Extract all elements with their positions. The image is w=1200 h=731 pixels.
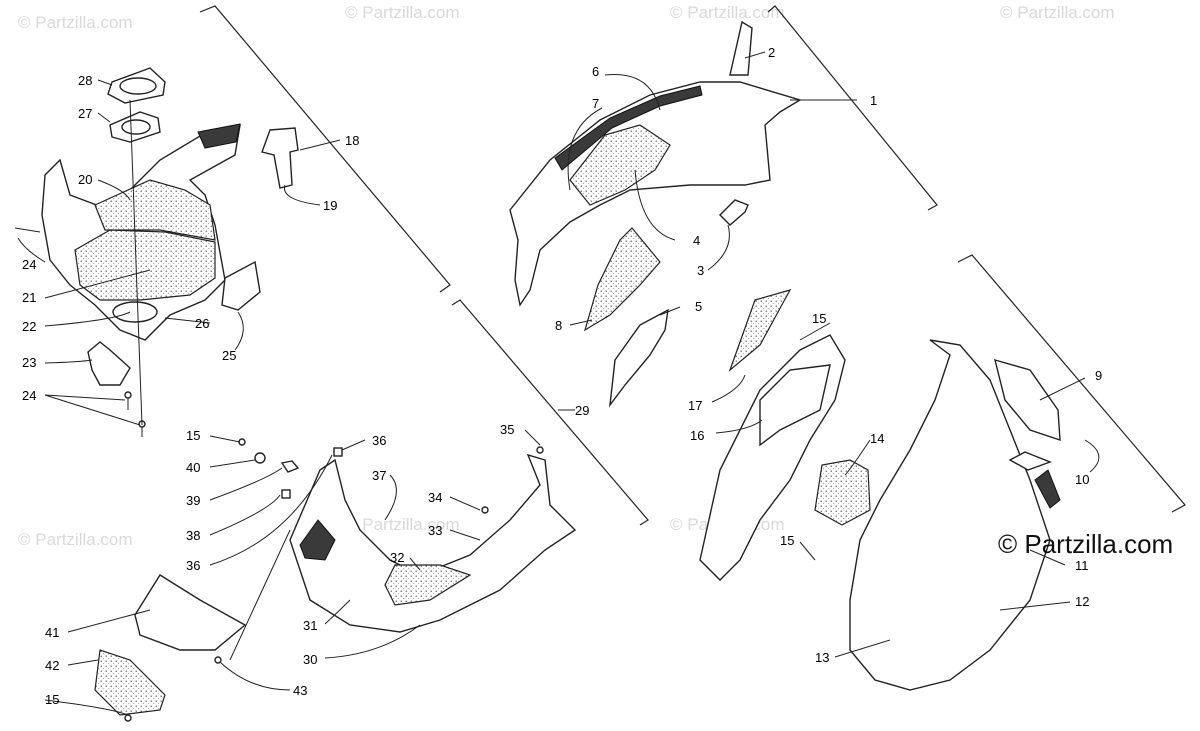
part-hardware-15-40-39-38-36 bbox=[124, 438, 544, 722]
callout-28: 28 bbox=[78, 73, 92, 88]
callout-22: 22 bbox=[22, 319, 36, 334]
callout-42: 42 bbox=[45, 658, 59, 673]
part-clip-3 bbox=[719, 199, 749, 226]
part-dark-stripe bbox=[1034, 469, 1061, 509]
callout-27: 27 bbox=[78, 106, 92, 121]
callout-14: 14 bbox=[870, 431, 884, 446]
callout-7: 7 bbox=[592, 96, 599, 111]
callout-9: 9 bbox=[1095, 368, 1102, 383]
watermark-top-3: © Partzilla.com bbox=[670, 3, 785, 22]
watermark-top-2: © Partzilla.com bbox=[345, 3, 460, 22]
callout-34: 34 bbox=[428, 490, 442, 505]
callout-1: 1 bbox=[870, 93, 877, 108]
callout-40: 40 bbox=[186, 460, 200, 475]
callout-23: 23 bbox=[22, 355, 36, 370]
callout-38: 38 bbox=[186, 528, 200, 543]
callout-15-c: 15 bbox=[186, 428, 200, 443]
callout-12: 12 bbox=[1075, 594, 1089, 609]
callout-16: 16 bbox=[690, 428, 704, 443]
callout-18: 18 bbox=[345, 133, 359, 148]
callout-5: 5 bbox=[695, 299, 702, 314]
part-windshield-1-6-7 bbox=[509, 20, 802, 307]
callout-6: 6 bbox=[592, 64, 599, 79]
callout-35: 35 bbox=[500, 422, 514, 437]
callout-15-a: 15 bbox=[812, 311, 826, 326]
callout-39: 39 bbox=[186, 493, 200, 508]
callout-37: 37 bbox=[372, 468, 386, 483]
part-vent-17 bbox=[728, 289, 831, 447]
part-screen-5 bbox=[609, 308, 669, 408]
callout-25: 25 bbox=[222, 348, 236, 363]
callout-43: 43 bbox=[293, 683, 307, 698]
callout-31: 31 bbox=[303, 618, 317, 633]
callout-2: 2 bbox=[768, 45, 775, 60]
part-side-panel-9-16 bbox=[699, 334, 1052, 691]
callout-15-b: 15 bbox=[780, 533, 794, 548]
watermark-mid-1: © Partzilla.com bbox=[18, 530, 133, 549]
brand-mark: © Partzilla.com bbox=[998, 529, 1173, 559]
assembly-1-frame bbox=[767, 5, 938, 211]
part-plate-25 bbox=[221, 260, 261, 311]
part-lower-shroud-30-32 bbox=[289, 453, 577, 633]
watermark-mid-2: © Partzilla.com bbox=[345, 515, 460, 534]
assembly-18-frame bbox=[199, 5, 451, 293]
watermark-top-4: © Partzilla.com bbox=[1000, 3, 1115, 22]
callout-10: 10 bbox=[1075, 472, 1089, 487]
callout-13: 13 bbox=[815, 650, 829, 665]
callout-24-a: 24 bbox=[22, 257, 36, 272]
assembly-9-frame bbox=[957, 254, 1186, 513]
callout-36-b: 36 bbox=[186, 558, 200, 573]
part-panel-14 bbox=[814, 459, 871, 526]
part-bracket-41 bbox=[134, 574, 247, 651]
callout-29: 29 bbox=[575, 403, 589, 418]
callout-19: 19 bbox=[323, 198, 337, 213]
callout-24-b: 24 bbox=[22, 388, 36, 403]
callout-15-d: 15 bbox=[45, 692, 59, 707]
part-gasket-27-28 bbox=[107, 67, 166, 143]
part-bracket-23 bbox=[87, 341, 131, 386]
part-rivets-24 bbox=[14, 99, 146, 437]
callout-17: 17 bbox=[688, 398, 702, 413]
part-bracket-19 bbox=[261, 127, 299, 189]
callout-32: 32 bbox=[390, 550, 404, 565]
watermark-top-1: © Partzilla.com bbox=[18, 13, 133, 32]
callout-41: 41 bbox=[45, 625, 59, 640]
part-vent-42 bbox=[94, 649, 166, 716]
part-screen-10 bbox=[994, 358, 1061, 441]
leader-lines bbox=[17, 51, 1100, 716]
callout-11: 11 bbox=[1075, 558, 1089, 573]
callout-26: 26 bbox=[195, 316, 209, 331]
callout-30: 30 bbox=[303, 652, 317, 667]
callout-3: 3 bbox=[697, 263, 704, 278]
part-screen-8 bbox=[583, 227, 661, 332]
callout-4: 4 bbox=[693, 233, 700, 248]
part-hood-inner-20-21 bbox=[41, 123, 241, 341]
callout-20: 20 bbox=[78, 172, 92, 187]
callout-8: 8 bbox=[555, 318, 562, 333]
callouts: 1 2 3 4 5 6 7 8 9 10 11 12 13 14 15 15 1… bbox=[22, 45, 1102, 707]
callout-33: 33 bbox=[428, 523, 442, 538]
assembly-29-frame bbox=[451, 299, 649, 526]
callout-36-a: 36 bbox=[372, 433, 386, 448]
callout-21: 21 bbox=[22, 290, 36, 305]
